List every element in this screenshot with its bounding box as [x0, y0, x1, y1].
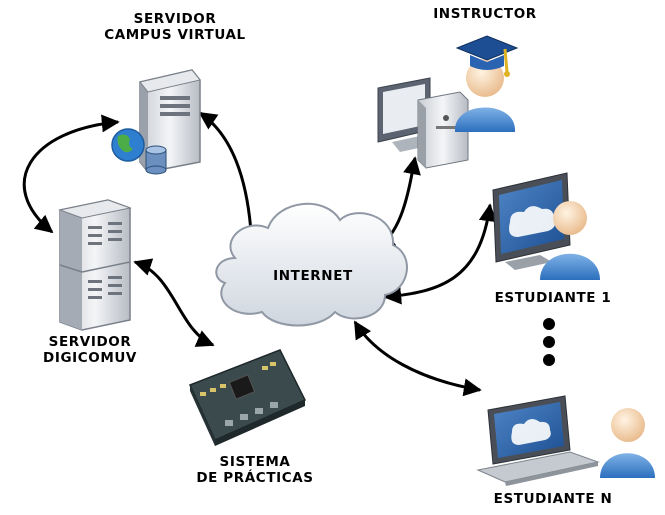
- link-internet-estudianten: [353, 320, 482, 397]
- link-campus-digicomuv: [22, 114, 120, 234]
- label-line: INTERNET: [273, 268, 353, 284]
- instructor-person-icon: [455, 35, 519, 132]
- label-line: DE PRÁCTICAS: [196, 470, 314, 486]
- estudiante-1-person-icon: [540, 201, 600, 280]
- label-line: CAMPUS VIRTUAL: [104, 27, 246, 43]
- label-sistema-practicas: SISTEMA DE PRÁCTICAS: [170, 454, 340, 486]
- label-estudiante-n: ESTUDIANTE N: [478, 491, 628, 507]
- link-internet-estudiante1: [383, 203, 497, 305]
- digicomuv-server-icon: [58, 199, 132, 331]
- internet-cloud-icon: [215, 202, 408, 327]
- label-estudiante-1: ESTUDIANTE 1: [478, 290, 628, 306]
- instructor-workstation-icon: [377, 35, 519, 169]
- label-line: ESTUDIANTE N: [493, 491, 613, 507]
- estudiante-n-person-icon: [600, 408, 655, 478]
- label-line: SERVIDOR: [48, 334, 132, 350]
- database-icon: [145, 145, 167, 175]
- label-servidor-campus-virtual: SERVIDOR CAMPUS VIRTUAL: [90, 11, 260, 43]
- label-line: INSTRUCTOR: [433, 6, 537, 22]
- label-line: ESTUDIANTE 1: [494, 290, 612, 306]
- estudiante-n-workstation-icon: [476, 395, 655, 486]
- campus-server-icon: [111, 69, 201, 175]
- label-line: DIGICOMUV: [43, 350, 137, 366]
- link-digicomuv-practicas: [133, 258, 215, 347]
- graduation-cap-icon: [455, 35, 519, 77]
- label-instructor: INSTRUCTOR: [405, 6, 565, 22]
- ellipsis-dots: [543, 318, 555, 366]
- estudiante-1-workstation-icon: [492, 172, 600, 280]
- label-internet: INTERNET: [268, 268, 358, 284]
- fpga-board-icon: [188, 349, 307, 446]
- label-servidor-digicomuv: SERVIDOR DIGICOMUV: [20, 334, 160, 366]
- label-line: SISTEMA: [219, 454, 291, 470]
- label-line: SERVIDOR: [133, 11, 217, 27]
